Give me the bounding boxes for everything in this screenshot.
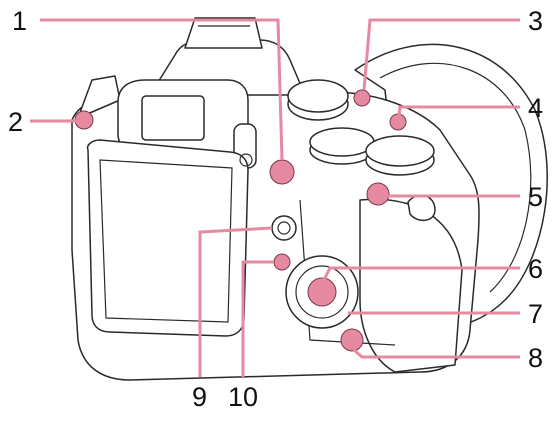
callout-8: 8: [528, 343, 543, 373]
leader-1: [40, 18, 284, 161]
leader-3: [362, 18, 520, 91]
callout-9: 9: [192, 382, 207, 412]
leader-9: [198, 226, 273, 377]
camera-body: [71, 17, 548, 381]
callout-1: 1: [12, 6, 27, 36]
callout-4: 4: [528, 93, 543, 123]
callout-labels: 1 2 3 4 5 6 7 8 9 10: [8, 6, 543, 412]
leader-6: [321, 266, 520, 283]
leader-8: [353, 348, 520, 359]
callout-10: 10: [228, 382, 258, 412]
leader-4: [397, 105, 520, 116]
callout-2: 2: [8, 107, 23, 137]
callout-7: 7: [528, 299, 543, 329]
callout-6: 6: [528, 254, 543, 284]
callout-3: 3: [528, 6, 543, 36]
leader-10: [241, 260, 274, 377]
leader-lines: [30, 18, 520, 377]
callout-5: 5: [528, 182, 543, 212]
